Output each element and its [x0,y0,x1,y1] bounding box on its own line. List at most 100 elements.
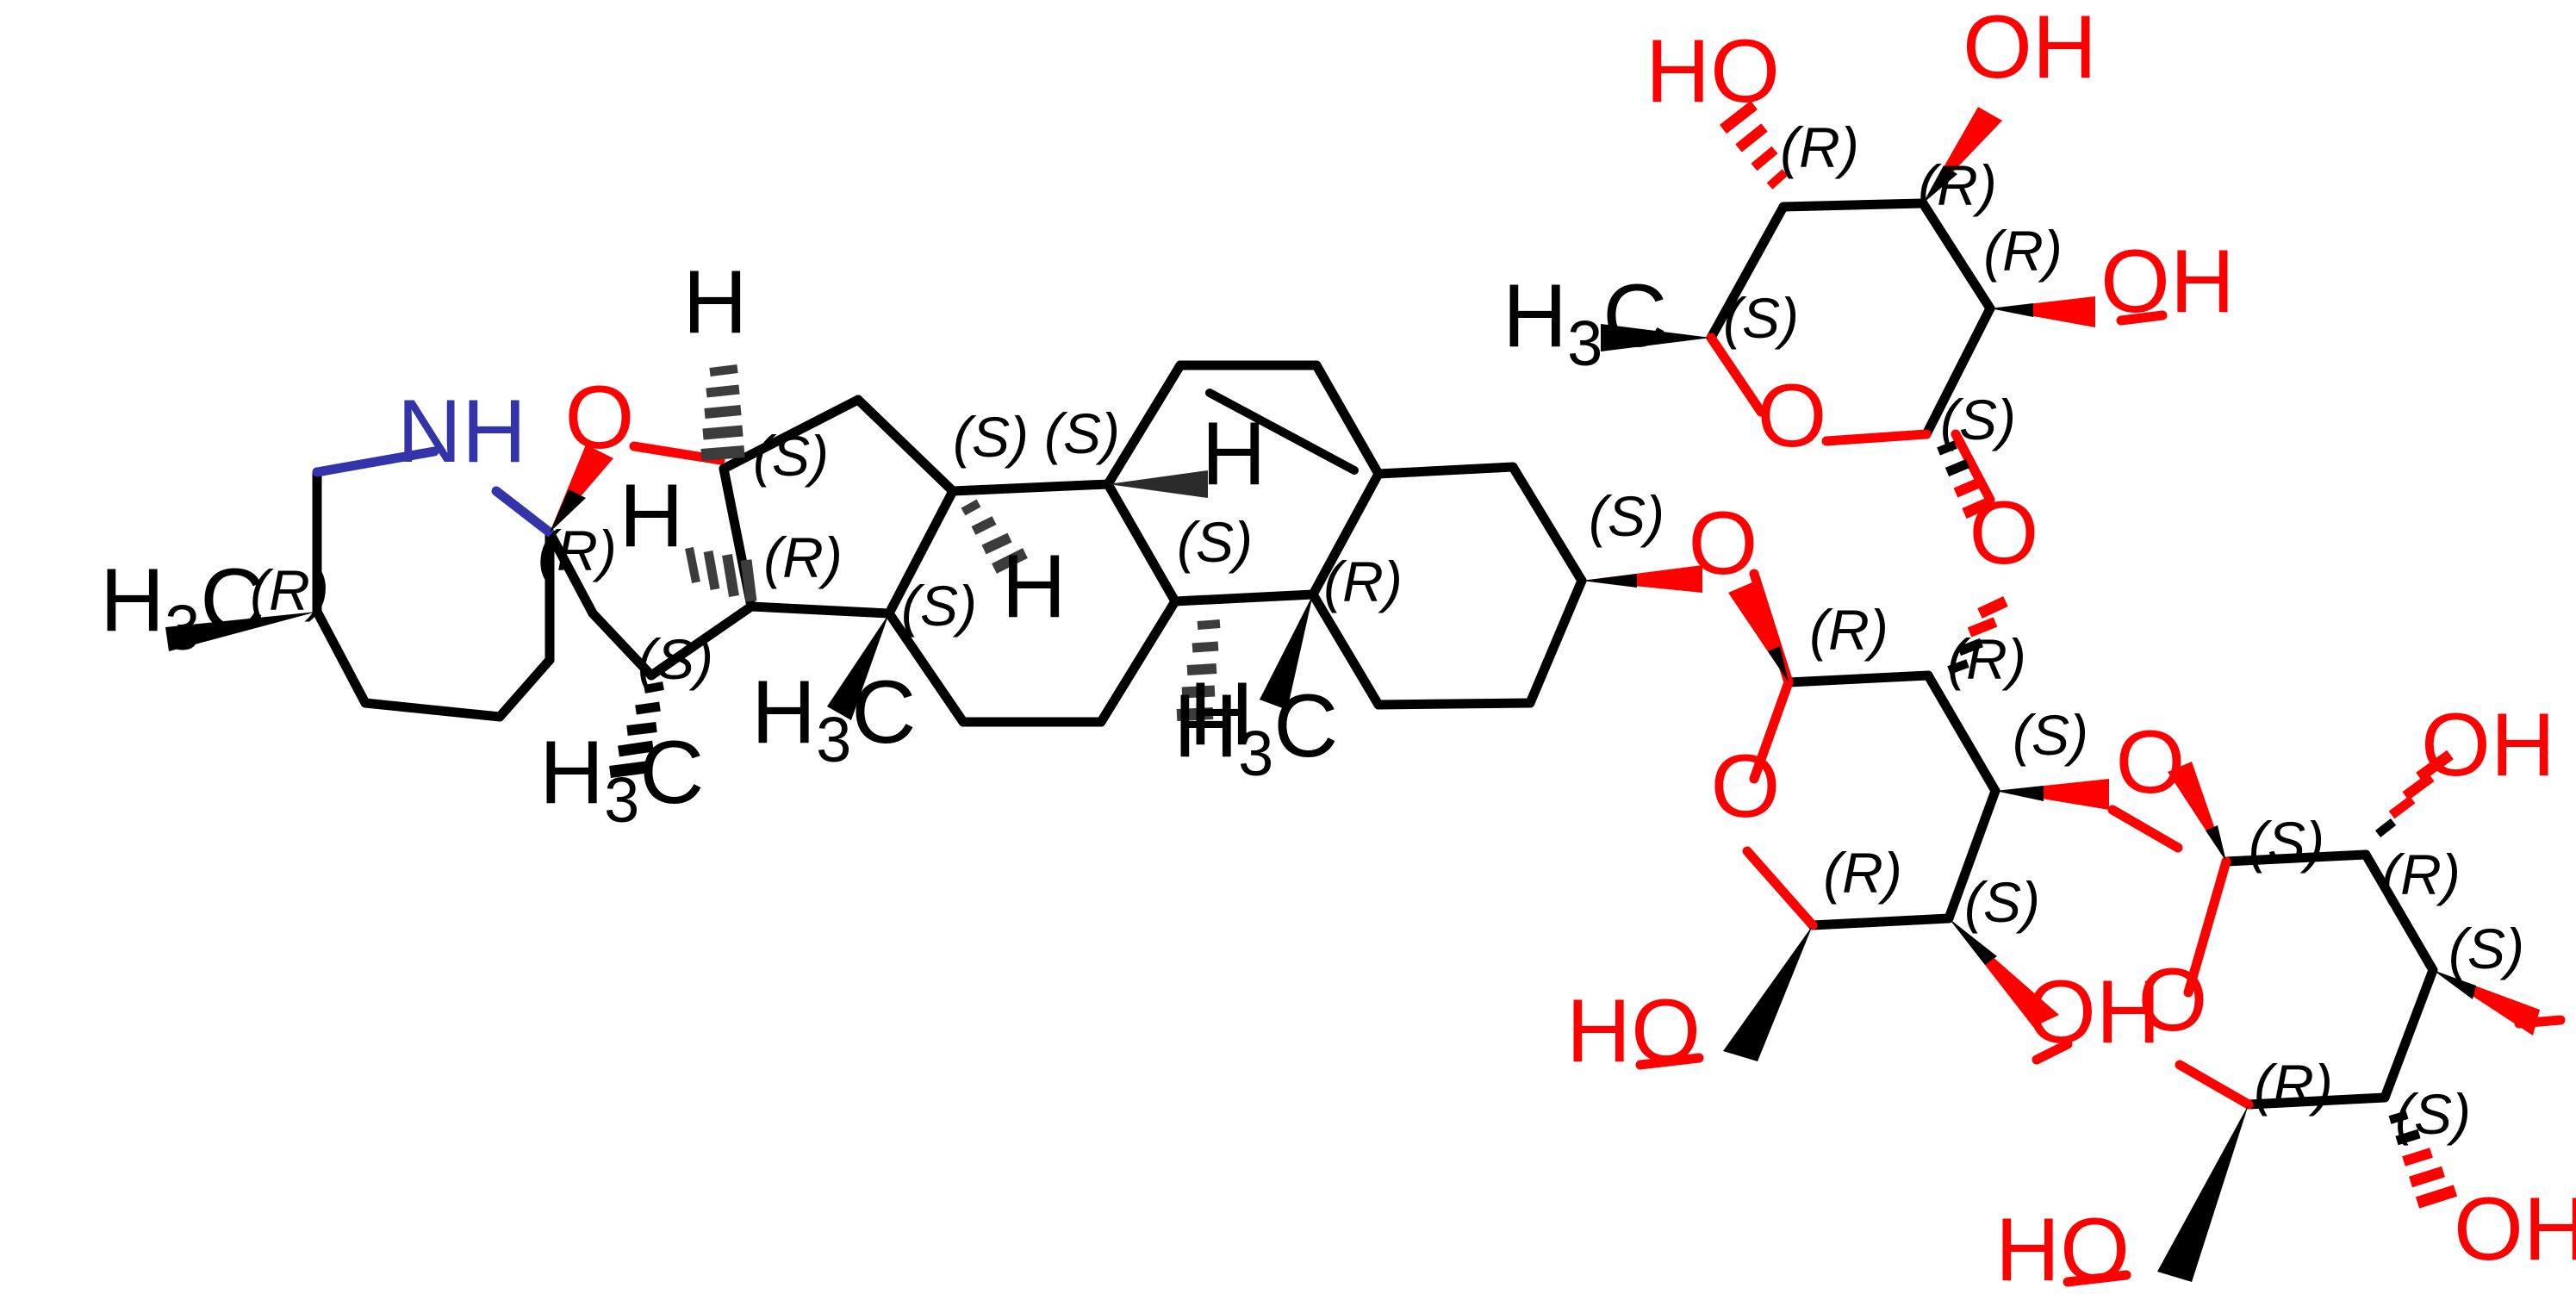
hash-layer [609,100,2458,1209]
bond-o-gal1-red [2107,805,2183,853]
atom-label-h-c14: H [1001,537,1066,637]
hash-gal-oh2 [2374,750,2454,837]
stereo-label-s-gal-1: (S) [2249,810,2324,874]
bond-glc-2 [1923,670,2000,796]
bond-thp-3 [646,601,756,681]
wedge-rha-oh3-black [1923,165,1957,203]
atom-label-h3c-rha: H3C [1503,266,1667,379]
atom-label-h-furan: H [682,252,747,352]
atom-label-o-glyc-3: O [2116,712,2186,812]
bond-gal-o5a [2183,856,2231,998]
bond-rha-o5b [1821,429,1932,446]
bond-b-ring-3 [1311,360,1384,479]
bond-a-ring-2 [1508,462,1587,586]
bond-glc-o5b [1742,846,1818,930]
stereo-label-s-rha-2: (R) [1983,219,2063,283]
bond-cp-4 [746,601,894,619]
stereo-label-s-glc-2: (R) [1947,627,2026,691]
atom-label-h3c-18: H3C [751,663,916,775]
atom-label-oh-gal-4: OH [2454,1179,2576,1279]
stereo-label-s-c25-pip: (R) [250,558,329,622]
stereo-label-s-gal-5: (R) [2254,1053,2333,1117]
bond-rha-o2-red [1951,429,1995,505]
atom-label-ho-gal-6: HO [1995,1200,2130,1294]
wedge-c3-o-red [1582,565,1702,593]
wedge-glc-o3-black [1995,786,2044,801]
bond-c-ring-2 [1103,479,1180,607]
bond-rha-3 [1918,198,1995,314]
bond-oh-glc4-red [2032,1039,2073,1065]
atom-label-oh-gal-2: OH [2421,695,2555,795]
bond-b-ring-4 [1308,469,1384,600]
bond-oh-rha1-red [2116,310,2168,326]
bond-gal-o5b [2175,1060,2254,1110]
hash-h-furan [700,364,745,461]
wedge-h-c9 [1108,470,1208,498]
stereo-label-group: (R)(R)(S)(R)(S)(S)(S)(S)(S)(R)(S)(S)(R)(… [250,115,2524,1146]
wedge-rha-oh2-red [1990,296,2095,327]
wedge-h3c-18 [827,613,889,720]
stereo-label-s-rha-5: (S) [1723,286,1799,350]
bond-a-ring-1 [1373,462,1518,479]
bond-c-ring-3 [1096,596,1180,727]
bond-glc-1 [1783,670,1933,687]
bond-rha-4 [1921,303,1995,439]
bond-c-ring-5 [884,608,968,727]
atom-label-o-rha-ring: O [1758,366,1827,466]
stereo-label-s-gal-2: (R) [2381,843,2461,906]
bond-b-ring-1 [1103,360,1185,489]
stereo-label-s-c22: (R) [538,519,617,582]
wedge-glc-o3-red [1995,779,2109,810]
bond-pip-2 [312,607,370,708]
hash-h-c14 [961,499,1028,574]
atom-label-o-gal-ring: O [2138,950,2208,1050]
wedge-h3c-pip [165,612,317,651]
bond-glc-o5a [1749,677,1794,784]
stereo-label-s-c3: (S) [1589,484,1664,548]
wedge-glc-ch2oh [1723,925,1813,1061]
stereo-label-s-c20: (S) [638,627,713,691]
wedge-layer [165,107,2540,1282]
bond-pip-4 [495,655,555,722]
bond-gal-2 [2361,849,2438,975]
hash-rha-o1 [1937,440,1994,519]
atom-label-h-c9: H [1201,404,1266,504]
bond-thp-2 [588,608,656,681]
stereo-label-s-gal-4: (S) [2395,1082,2471,1146]
stereo-label-s-c14: (S) [953,405,1029,469]
bond-cp-2 [853,395,958,496]
stereo-label-s-rha-1: (S) [1940,388,2016,451]
bond-ho-glc6-red [1635,1053,1704,1070]
hash-h3c-27 [609,681,664,778]
atom-label-nh: NH [397,382,526,482]
stereo-label-s-c13: (S) [901,574,977,638]
wedge-h3c-19 [1260,594,1313,710]
stereo-label-s-c8: (S) [1044,401,1120,465]
bond-rha-o5a [1706,333,1766,417]
hash-rha-oh4 [1720,100,1789,190]
stereo-label-s-glc-3: (S) [2013,703,2088,767]
bond-a-ring-3 [1525,575,1587,708]
wedge-spiro-o-black [550,489,586,532]
bond-gal-1 [2221,849,2371,867]
stereo-label-s-c17: (R) [763,526,843,589]
bond-ho-gal6-red [2063,1270,2131,1287]
stereo-label-s-c9: (S) [1177,510,1253,574]
bond-c-ring-1 [948,479,1113,496]
bond-cp-3 [884,486,958,619]
wedge-glc-oh4-black [1949,918,1997,965]
bond-thp-1 [544,527,598,619]
bond-double-inner [1205,389,1359,475]
bond-rha-2 [1778,198,1928,212]
atom-label-o-glyc-1: O [1689,494,1758,594]
hash-h-c8 [1176,619,1221,721]
bond-pip-3 [360,698,505,722]
stereo-label-s-rha-4: (R) [1780,115,1859,179]
atom-label-h-c8: H [1189,664,1254,764]
wedge-o-glc1-black [1768,646,1789,682]
wedge-o-gal1-black [2206,825,2226,862]
stereo-label-s-rha-3: (R) [1918,153,1997,217]
